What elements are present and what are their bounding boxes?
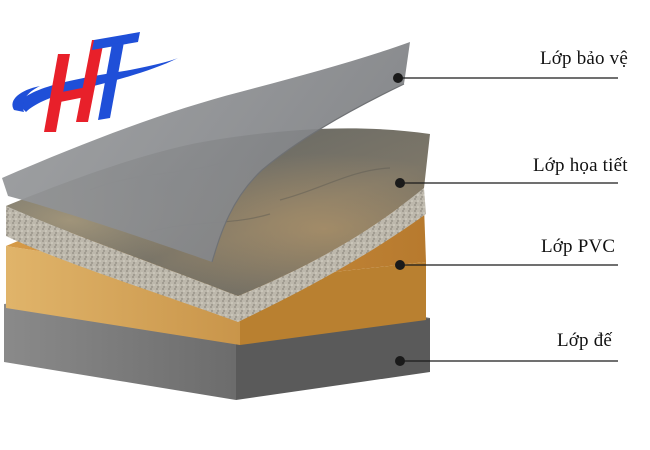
callout-base bbox=[395, 356, 618, 366]
ht-logo: HT bbox=[12, 32, 178, 132]
label-pvc-layer: Lớp PVC bbox=[541, 236, 616, 257]
callout-pattern bbox=[395, 178, 618, 188]
callout-protective bbox=[393, 73, 618, 83]
callout-pvc bbox=[395, 260, 618, 270]
protective-layer bbox=[2, 42, 410, 263]
label-protective-layer: Lớp bảo vệ bbox=[540, 48, 629, 69]
label-pattern-layer: Lớp họa tiết bbox=[533, 155, 628, 176]
label-base-layer: Lớp đế bbox=[557, 330, 613, 351]
